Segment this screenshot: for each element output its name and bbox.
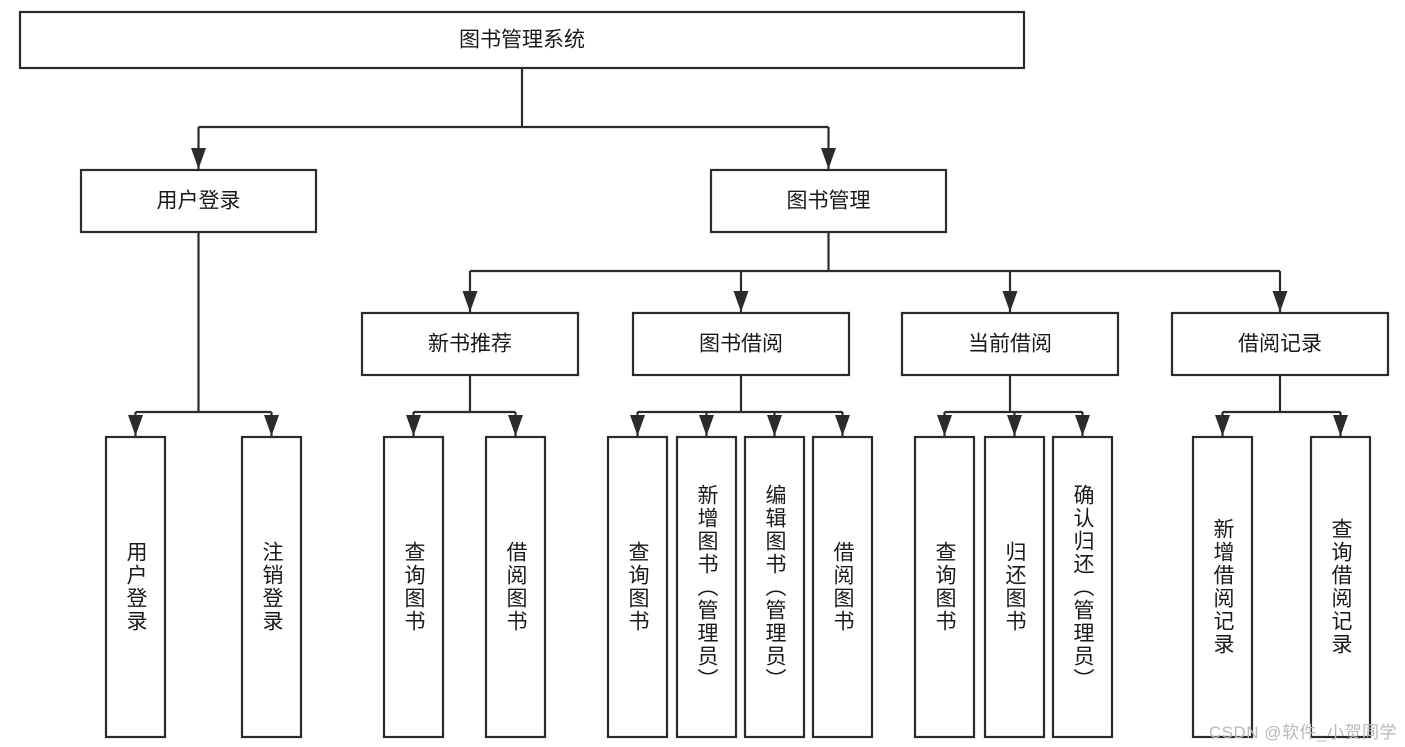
- arrow-head-icon: [937, 415, 952, 436]
- node-box-leaf-6[interactable]: [743, 435, 806, 739]
- node-box-leaf-4[interactable]: [606, 435, 669, 739]
- node-label-leaf-5: 新增图书（管理员）: [695, 483, 718, 691]
- node-box-leaf-8[interactable]: [913, 435, 976, 739]
- node-label-leaf-12: 查询借阅记录: [1329, 518, 1352, 656]
- node-label-leaf-6: 编辑图书（管理员）: [763, 483, 786, 691]
- boxes-group: [18, 10, 1390, 739]
- arrow-head-icon: [462, 291, 478, 312]
- node-box-level2-0[interactable]: [79, 168, 318, 234]
- node-box-root[interactable]: [18, 10, 1026, 70]
- node-label-level3-3: 借阅记录: [1238, 333, 1322, 356]
- arrow-head-icon: [630, 415, 645, 436]
- node-label-leaf-0: 用户登录: [124, 541, 147, 633]
- node-label-leaf-10: 确认归还（管理员）: [1071, 483, 1094, 691]
- node-label-level2-1: 图书管理: [787, 190, 871, 213]
- node-label-leaf-1: 注销登录: [260, 541, 283, 633]
- csdn-watermark: CSDN @软件_小贺同学: [1208, 723, 1397, 742]
- node-box-leaf-1[interactable]: [240, 435, 303, 739]
- arrow-head-icon: [1007, 415, 1022, 436]
- node-label-leaf-4: 查询图书: [626, 541, 649, 633]
- arrow-head-icon: [733, 291, 749, 312]
- arrow-head-icon: [508, 415, 523, 436]
- node-label-level3-2: 当前借阅: [968, 333, 1052, 356]
- arrow-head-icon: [1075, 415, 1090, 436]
- node-label-level2-0: 用户登录: [157, 190, 241, 213]
- node-label-root: 图书管理系统: [459, 29, 585, 52]
- arrow-head-icon: [191, 148, 206, 169]
- arrow-head-icon: [767, 415, 782, 436]
- node-label-leaf-3: 借阅图书: [504, 541, 527, 633]
- node-box-leaf-9[interactable]: [983, 435, 1046, 739]
- node-label-level3-1: 图书借阅: [699, 333, 783, 356]
- node-box-leaf-11[interactable]: [1191, 435, 1254, 739]
- node-box-leaf-7[interactable]: [811, 435, 874, 739]
- node-label-leaf-7: 借阅图书: [831, 541, 854, 633]
- arrow-head-icon: [1333, 415, 1348, 436]
- arrow-head-icon: [821, 148, 836, 169]
- node-box-level2-1[interactable]: [709, 168, 948, 234]
- arrow-head-icon: [1272, 291, 1288, 312]
- node-box-leaf-5[interactable]: [675, 435, 738, 739]
- node-label-level3-0: 新书推荐: [428, 333, 512, 356]
- node-box-leaf-2[interactable]: [382, 435, 445, 739]
- node-box-leaf-12[interactable]: [1309, 435, 1372, 739]
- arrow-head-icon: [128, 415, 143, 436]
- arrow-head-icon: [1215, 415, 1230, 436]
- node-box-level3-0[interactable]: [360, 311, 580, 377]
- node-box-level3-1[interactable]: [631, 311, 851, 377]
- node-box-leaf-3[interactable]: [484, 435, 547, 739]
- arrow-head-icon: [264, 415, 279, 436]
- node-box-leaf-0[interactable]: [104, 435, 167, 739]
- node-label-leaf-11: 新增借阅记录: [1211, 518, 1234, 656]
- node-label-leaf-9: 归还图书: [1003, 541, 1026, 633]
- connectors-group: [128, 68, 1348, 436]
- arrow-head-icon: [406, 415, 421, 436]
- node-box-level3-3[interactable]: [1170, 311, 1390, 377]
- arrow-head-icon: [835, 415, 850, 436]
- arrow-head-icon: [1002, 291, 1018, 312]
- node-box-level3-2[interactable]: [900, 311, 1120, 377]
- node-box-leaf-10[interactable]: [1051, 435, 1114, 739]
- arrow-head-icon: [699, 415, 714, 436]
- node-label-leaf-8: 查询图书: [933, 541, 956, 633]
- node-label-leaf-2: 查询图书: [402, 541, 425, 633]
